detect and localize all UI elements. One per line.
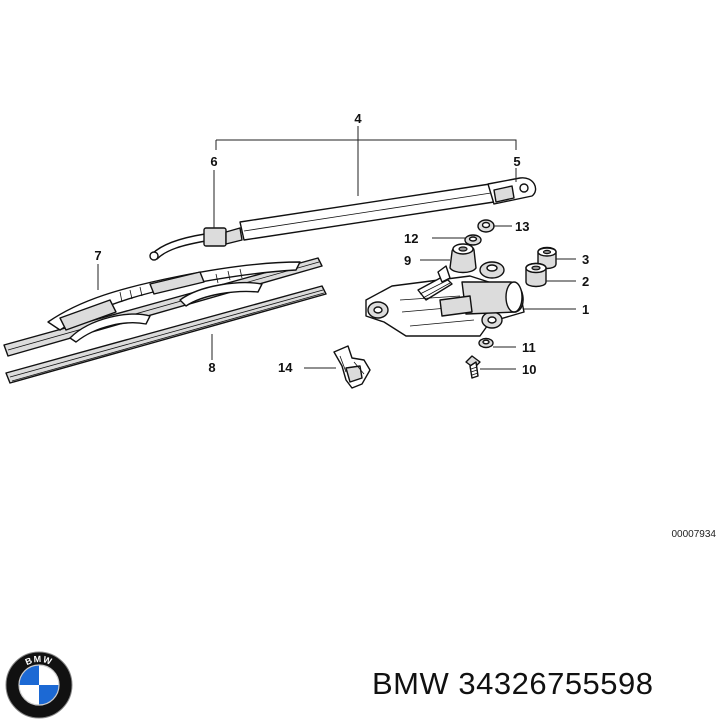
diagram-code: 00007934 [672,529,717,540]
clip-14 [333,345,371,389]
callout-7: 7 [94,248,101,263]
callout-14: 14 [278,360,293,375]
callout-3: 3 [582,252,589,267]
callout-11: 11 [522,340,536,355]
product-part-number: BMW 34326755598 [372,666,654,701]
callout-1: 1 [582,302,589,317]
washer-11 [478,337,494,349]
bmw-logo-icon: BMW [5,651,73,719]
callout-12: 12 [404,231,418,246]
svg-text:BMW: BMW [24,654,54,667]
callout-9: 9 [404,253,411,268]
callout-2: 2 [582,274,589,289]
callout-5: 5 [513,154,520,169]
bolt-10 [465,355,481,379]
nut-13 [477,219,495,233]
cap-9 [449,243,477,274]
grommet-2 [525,262,547,288]
callout-6: 6 [210,154,217,169]
wiper-rubber-strip [5,285,327,384]
callout-10: 10 [522,362,536,377]
washer-12 [464,234,482,246]
callout-8: 8 [208,360,215,375]
callout-13: 13 [515,219,529,234]
wiper-motor [365,261,525,337]
logo-text: BMW [24,654,53,667]
wiper-arm [149,177,537,261]
leader-lines [97,126,576,370]
wiper-blade [3,257,323,357]
grommet-3 [537,246,557,270]
callout-4: 4 [354,111,362,126]
